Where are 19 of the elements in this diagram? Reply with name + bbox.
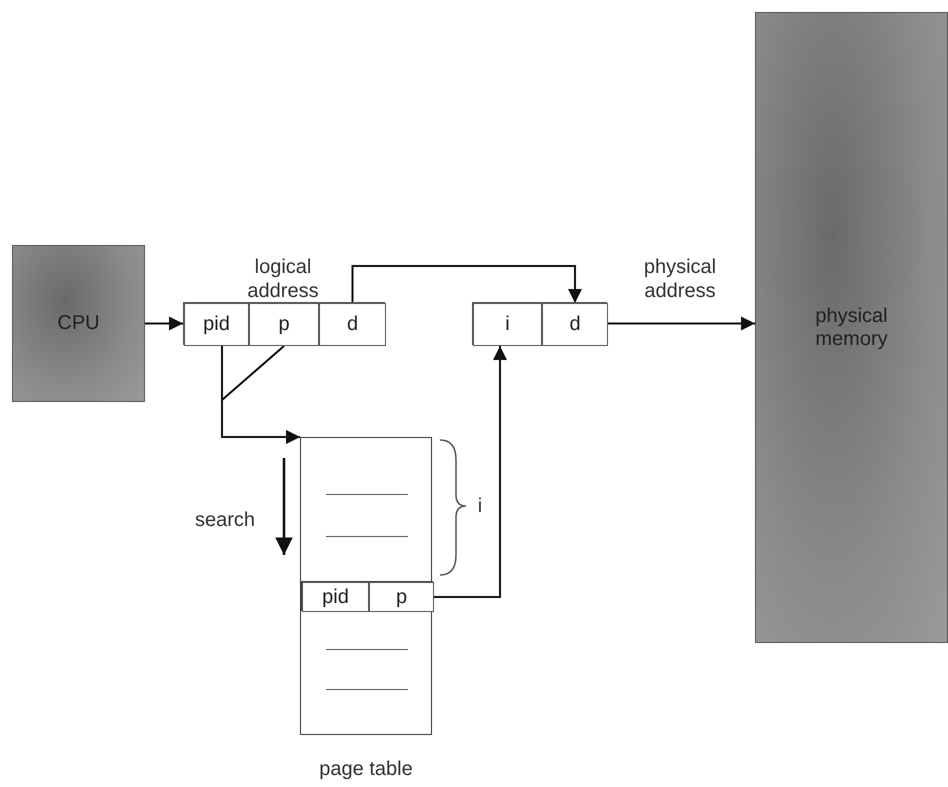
cpu-label: CPU — [57, 312, 100, 335]
table-caption: page table — [318, 757, 414, 781]
table-entry-field: pid — [302, 582, 369, 612]
arrow — [607, 316, 755, 330]
cpu-box — [12, 245, 145, 402]
register-field: pid — [184, 303, 249, 346]
table-entry-field: p — [369, 582, 434, 612]
register-field: d — [319, 303, 386, 346]
arrow — [145, 316, 183, 330]
brace-label: i — [476, 494, 484, 518]
arrow — [434, 346, 507, 598]
register-field: d — [542, 303, 608, 346]
register-caption: logical address — [246, 255, 320, 303]
physical-memory-block — [755, 12, 948, 643]
search-label: search — [194, 508, 256, 532]
arrow — [352, 265, 582, 303]
register-field: i — [473, 303, 542, 346]
memory-label: physical memory — [814, 304, 889, 350]
register-field: p — [249, 303, 319, 346]
